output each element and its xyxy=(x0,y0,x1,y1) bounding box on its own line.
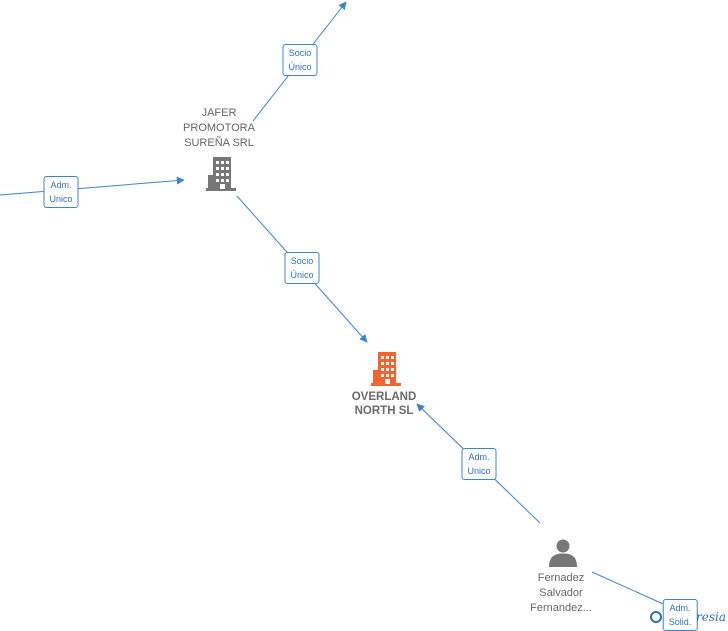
edge-label-adm-unico[interactable]: Adm. Unico xyxy=(43,176,79,208)
edge-label-adm-unico[interactable]: Adm. Unico xyxy=(461,448,497,480)
building-icon[interactable] xyxy=(205,155,237,191)
edge-label-socio-unico[interactable]: Socio Único xyxy=(282,44,318,76)
edge-label-line: Socio xyxy=(288,48,312,58)
node-label-overland[interactable]: OVERLAND NORTH SL xyxy=(352,390,417,418)
copyright-icon xyxy=(650,611,662,623)
person-icon[interactable] xyxy=(547,537,579,569)
node-label-line: SUREÑA SRL xyxy=(184,137,254,149)
edge-label-adm-solid[interactable]: Adm. Solid. xyxy=(662,599,698,631)
edge-label-line: Socio xyxy=(290,256,314,266)
node-label-jafer[interactable]: JAFER PROMOTORA SUREÑA SRL xyxy=(183,106,255,151)
edge-label-socio-unico[interactable]: Socio Único xyxy=(284,252,320,284)
edge-label-line: Unico xyxy=(49,194,73,204)
watermark: resia xyxy=(696,610,726,624)
edge-label-line: Adm. xyxy=(468,452,490,462)
building-icon[interactable] xyxy=(370,350,402,386)
edge-label-line: Adm. xyxy=(669,603,691,613)
node-label-line: OVERLAND xyxy=(351,391,417,403)
edge-label-line: Unico xyxy=(467,466,491,476)
edge-label-line: Único xyxy=(288,62,312,72)
node-label-fernadez[interactable]: Fernadez Salvador Fernandez... xyxy=(530,571,592,616)
edge-line-e2[interactable] xyxy=(0,176,185,196)
edge-label-line: Solid. xyxy=(668,617,692,627)
node-label-line: Fernandez... xyxy=(530,602,592,614)
node-label-line: PROMOTORA xyxy=(183,122,255,134)
edge-label-line: Único xyxy=(290,270,314,280)
node-label-line: Fernadez xyxy=(537,572,585,584)
node-label-line: JAFER xyxy=(201,107,237,119)
node-label-line: NORTH SL xyxy=(354,405,414,417)
edge-label-line: Adm. xyxy=(50,180,72,190)
node-label-line: Salvador xyxy=(539,587,583,599)
